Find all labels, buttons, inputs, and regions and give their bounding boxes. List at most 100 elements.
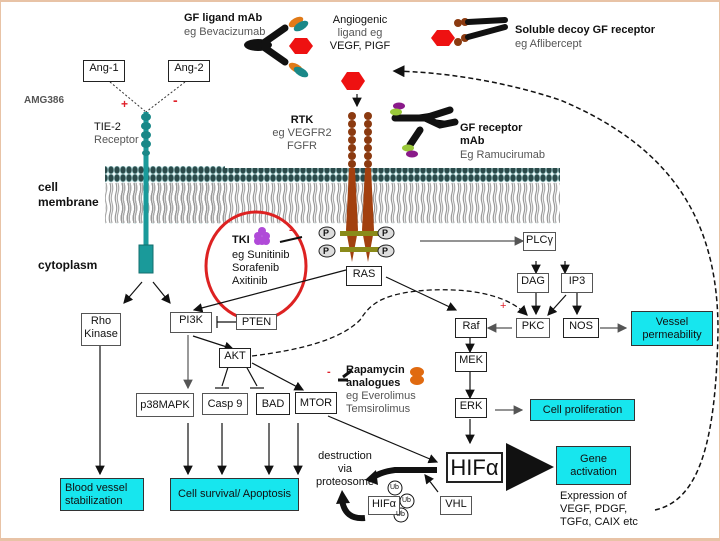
rapamycin-example-everolimus: eg Everolimus (346, 390, 416, 402)
tki-example-axitinib: Axitinib (232, 275, 268, 287)
node-bad: BAD (256, 393, 290, 415)
angiogenic-ligand-line2: ligand eg (337, 27, 383, 39)
gf-receptor-mab-title: GF receptor mAb (460, 122, 522, 148)
ubiquitin-label: Ub (402, 497, 411, 504)
soluble-decoy-example: eg Aflibercept (515, 38, 582, 50)
outcome-gene-activation: Gene activation (556, 446, 631, 485)
node-p38mapk: p38MAPK (136, 393, 194, 417)
rapamycin-title-line1: Rapamycin (346, 364, 405, 376)
cell-membrane-label: cell membrane (38, 180, 99, 210)
cytoplasm-label: cytoplasm (38, 258, 98, 272)
phospho-label: P (382, 246, 389, 256)
gf-receptor-mab-line2: mAb (460, 135, 485, 147)
angiogenic-ligand-line1: Angiogenic (332, 14, 388, 26)
akt-to-pkc-dashed-link (251, 289, 528, 357)
phospho-label: P (382, 228, 389, 238)
node-ip3: IP3 (561, 273, 593, 293)
rapamycin-title-line2: analogues (346, 377, 401, 389)
cell-membrane-line1: cell (38, 180, 59, 194)
node-akt: AKT (219, 348, 251, 368)
rapamycin-inhibition-line (338, 369, 352, 382)
proteosome-recycle-arrowhead (336, 490, 350, 504)
ubiquitin-label: Ub (396, 511, 405, 518)
hif-degradation-arrowhead (365, 470, 378, 485)
ramucirumab-antibody (390, 102, 459, 158)
tki-example-sunitinib: eg Sunitinib (232, 249, 290, 261)
rtk-label: RTK eg VEGFR2 FGFR (262, 114, 342, 153)
tki-example-sorafenib: Sorafenib (232, 262, 280, 274)
rtk-title: RTK (290, 114, 314, 126)
node-casp9: Casp 9 (202, 393, 248, 415)
ubiquitin-label: Ub (390, 484, 399, 491)
cell-membrane-bilayer (105, 166, 560, 224)
tki-molecule-icon (254, 227, 270, 245)
phospho-label: P (323, 228, 330, 238)
node-plcg: PLCγ (523, 232, 556, 251)
expression-line1: Expression of (560, 490, 627, 502)
rho-kinase-line1: Rho (90, 315, 112, 327)
tie2-receptor (138, 112, 154, 274)
gf-ligand-mab-title: GF ligand mAb (184, 12, 263, 24)
rapamycin-examples: eg Everolimus Temsirolimus (346, 390, 416, 416)
aflibercept-decoy-receptor (454, 17, 508, 46)
tie2-label-line2: Receptor (94, 134, 139, 146)
node-erk: ERK (455, 398, 487, 418)
soluble-decoy-title: Soluble decoy GF receptor (515, 24, 655, 36)
expression-label: Expression of VEGF, PDGF, TGFα, CAIX etc (560, 490, 638, 529)
destruction-line1: destruction (318, 450, 372, 462)
phosphate-groups (318, 226, 395, 258)
node-vhl: VHL (440, 496, 472, 515)
rapamycin-example-temsirolimus: Temsirolimus (346, 403, 411, 415)
destruction-line2: via (337, 463, 353, 475)
node-ang2: Ang-2 (168, 60, 210, 82)
destruction-line3: proteosome (315, 476, 375, 488)
rho-kinase-line2: Kinase (84, 328, 118, 340)
expression-feedback-dashed-link (392, 65, 719, 511)
tki-title: TKI (232, 234, 250, 246)
node-pi3k: PI3K (170, 312, 212, 333)
ang2-minus-sign: - (173, 92, 178, 108)
outcome-cell-survival-apoptosis: Cell survival/ Apoptosis (170, 478, 299, 511)
gf-receptor-mab-line1: GF receptor (460, 122, 523, 134)
tki-examples: eg Sunitinib Sorafenib Axitinib (232, 249, 290, 288)
expression-line2: VEGF, PDGF, (560, 503, 628, 515)
rapamycin-molecule-icon (410, 367, 424, 385)
tie2-label-line1: TIE-2 (94, 121, 121, 133)
destruction-via-proteosome-label: destruction via proteosome (313, 450, 377, 489)
node-hif-alpha: HIFα (446, 452, 503, 483)
tki-inhibition-line (279, 236, 303, 243)
node-ras: RAS (346, 266, 382, 286)
expression-line3: TGFα, CAIX etc (560, 516, 638, 528)
rapamycin-minus-sign: - (327, 366, 331, 378)
aflibercept-bound-ligand (431, 30, 455, 46)
node-ang1: Ang-1 (83, 60, 125, 82)
hif-degradation-arrow (370, 467, 437, 481)
ang1-plus-sign: + (121, 97, 129, 111)
outcome-blood-vessel-stabilization: Blood vessel stabilization (60, 478, 144, 511)
outcome-vessel-permeability: Vessel permeability (631, 311, 713, 346)
angiogenic-ligand-line3: VEGF, PIGF (329, 40, 391, 52)
rtk-example-1: eg VEGFR2 (272, 127, 332, 139)
ang2-link (145, 81, 186, 113)
node-rho-kinase: Rho Kinase (81, 313, 121, 346)
rtk-receptor (340, 112, 384, 262)
gf-ligand-mab-example: eg Bevacizumab (184, 26, 266, 38)
node-dag: DAG (517, 273, 549, 293)
tie2-label: TIE-2 Receptor (94, 121, 139, 147)
pkc-plus-sign: + (500, 300, 507, 312)
gf-receptor-mab-example: Eg Ramucirumab (460, 149, 545, 161)
bevacizumab-bound-ligand (289, 38, 313, 54)
bevacizumab-antibody (244, 16, 309, 78)
node-mtor: MTOR (295, 392, 337, 414)
vegf-ligand-hexagon (341, 72, 365, 90)
ubiquitin-tags (387, 480, 415, 523)
cell-membrane-line2: membrane (38, 195, 99, 209)
phospho-label: P (323, 246, 330, 256)
amg386-label: AMG386 (24, 95, 65, 106)
outcome-cell-proliferation: Cell proliferation (530, 399, 635, 421)
angiogenic-ligand-label: Angiogenic ligand eg VEGF, PIGF (325, 14, 395, 53)
node-mek: MEK (455, 352, 487, 372)
node-hif-alpha-degraded: HIFα (368, 496, 400, 515)
node-nos: NOS (563, 318, 599, 338)
